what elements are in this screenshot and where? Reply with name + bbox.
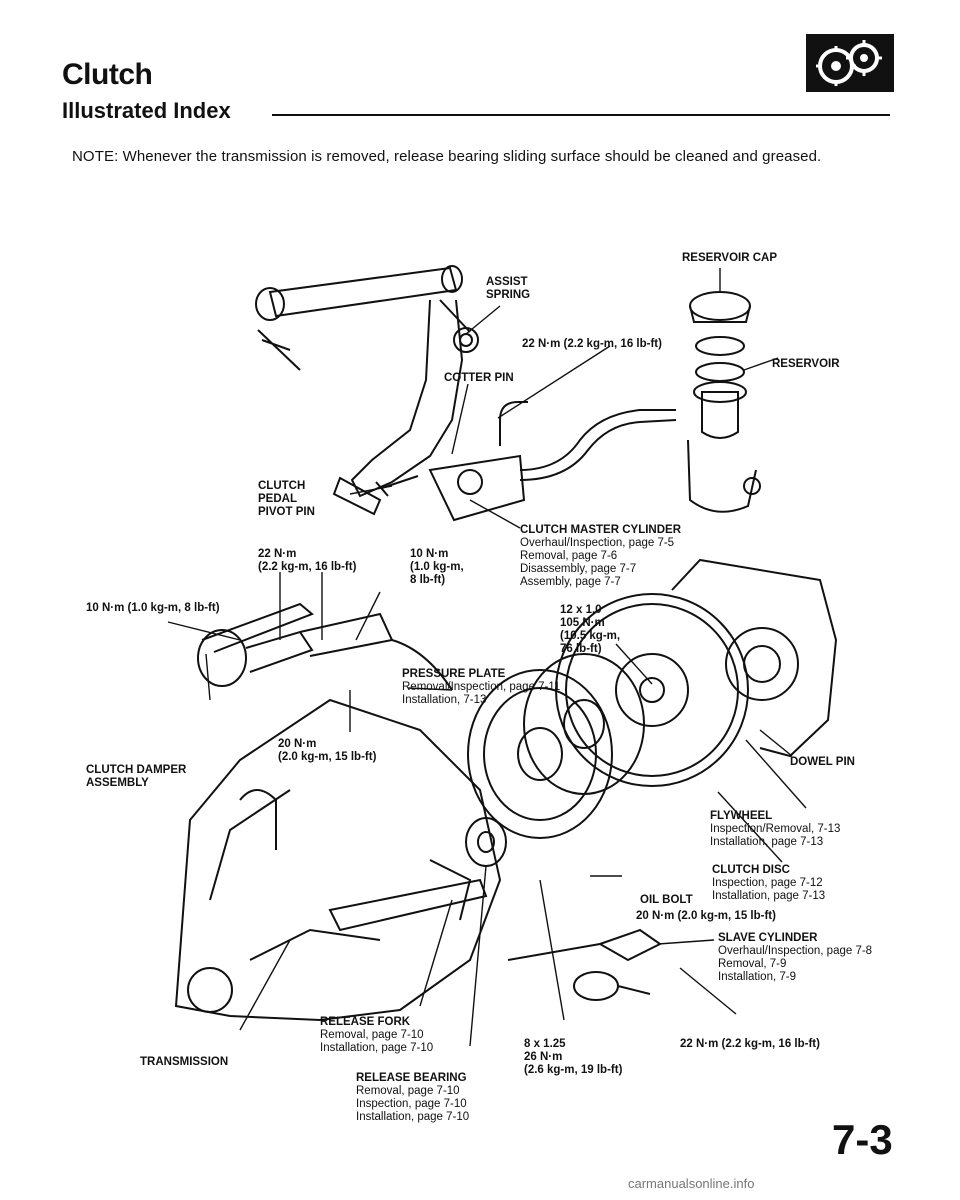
label-reservoir-cap: RESERVOIR CAP — [682, 252, 778, 264]
engine-block — [671, 558, 838, 758]
label-torque-26: 8 x 1.25 26 N·m (2.6 kg-m, 19 lb-ft) — [524, 1038, 623, 1076]
label-transmission: TRANSMISSION — [140, 1056, 229, 1068]
release-fork — [328, 878, 488, 932]
label-reservoir: RESERVOIR — [772, 358, 840, 370]
label-dowel-pin: DOWEL PIN — [790, 756, 855, 768]
flywheel — [555, 593, 749, 787]
label-torque-22-top: 22 N·m (2.2 kg-m, 16 lb-ft) — [522, 338, 662, 350]
reservoir-assembly — [687, 291, 761, 513]
clutch-pedal-arm — [350, 299, 464, 498]
watermark-text: carmanualsonline.info — [628, 1176, 755, 1191]
transmission-case — [174, 698, 502, 1022]
label-torque-10-left: 10 N·m (1.0 kg-m, 8 lb-ft) — [86, 602, 220, 614]
label-torque-20-mid: 20 N·m (2.0 kg-m, 15 lb-ft) — [278, 738, 377, 763]
slave-cylinder — [507, 928, 662, 1001]
label-clutch-pedal-pivot-pin: CLUTCH PEDAL PIVOT PIN — [258, 480, 315, 518]
clutch-section-icon — [806, 34, 894, 92]
label-clutch-damper-assembly: CLUTCH DAMPER ASSEMBLY — [86, 764, 187, 789]
release-bearing — [465, 817, 507, 867]
label-oil-bolt: OIL BOLT — [640, 894, 693, 906]
page-title: Clutch — [62, 58, 153, 91]
label-torque-105: 12 x 1.0 105 N·m (10.5 kg-m, 76 lb-ft) — [560, 604, 621, 655]
pressure-plate — [467, 669, 613, 839]
pedal-pivot-tube — [268, 266, 458, 318]
clutch-master-cylinder — [428, 401, 677, 522]
header-rule — [272, 114, 890, 116]
page-number: 7-3 — [832, 1116, 893, 1163]
section-subtitle: Illustrated Index — [62, 98, 231, 123]
note-text: NOTE: Whenever the transmission is remov… — [72, 148, 822, 165]
label-torque-22-bottom: 22 N·m (2.2 kg-m, 16 lb-ft) — [680, 1038, 820, 1050]
label-torque-20-oil: 20 N·m (2.0 kg-m, 15 lb-ft) — [636, 910, 776, 922]
label-torque-10-mid: 10 N·m (1.0 kg-m, 8 lb-ft) — [410, 548, 464, 586]
clutch-damper-assembly — [197, 602, 453, 691]
label-cotter-pin: COTTER PIN — [444, 372, 514, 384]
clutch-disc — [523, 653, 645, 795]
label-torque-22-left: 22 N·m (2.2 kg-m, 16 lb-ft) — [258, 548, 357, 573]
label-assist-spring: ASSIST SPRING — [486, 276, 531, 301]
